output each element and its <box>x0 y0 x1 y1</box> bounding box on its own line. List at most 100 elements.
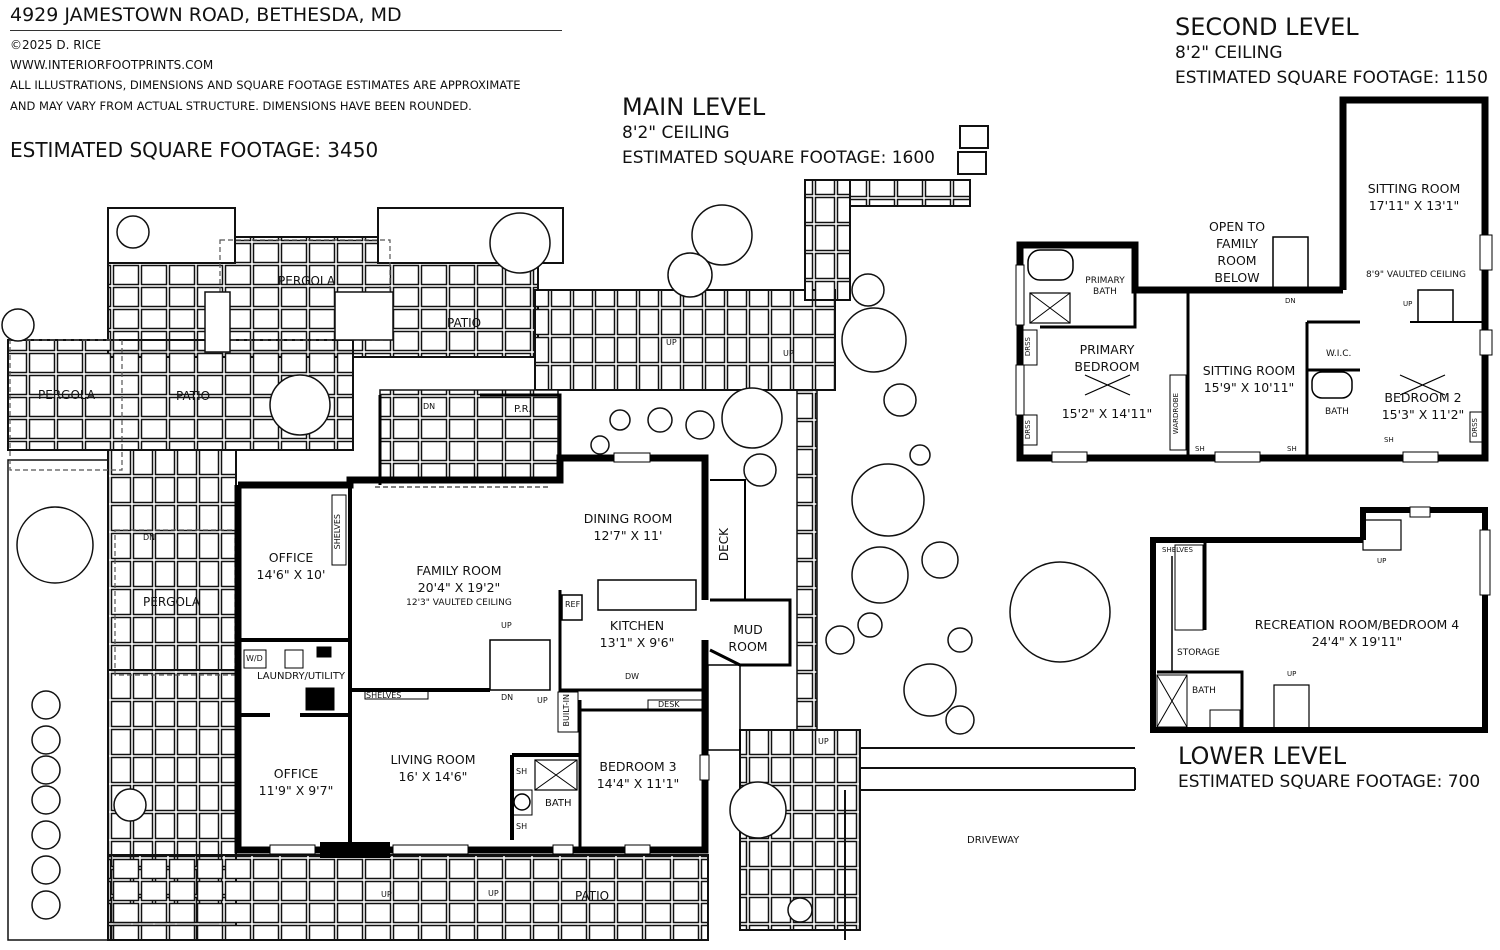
room-dims: 15'9" X 10'11" <box>1203 379 1295 395</box>
label-line: Room <box>1217 252 1257 268</box>
room-dims: 13'1" X 9'6" <box>599 634 675 650</box>
office-upper-label: Office 14'6" X 10' <box>257 550 326 584</box>
driveway <box>844 747 1136 940</box>
washer-dryer-label: W/D <box>246 654 263 663</box>
kitchen-label: Kitchen 13'1" X 9'6" <box>600 618 675 652</box>
label-line: Open to <box>1208 219 1266 234</box>
office-lower-label: Office 11'9" X 9'7" <box>259 766 334 800</box>
total-square-footage: Estimated Square Footage: 3450 <box>10 138 379 162</box>
room-name: Bedroom <box>1074 358 1140 374</box>
label-line: Bath <box>1093 287 1117 298</box>
sitting-room-top-label: Sitting Room 17'11" X 13'1" <box>1368 181 1461 215</box>
room-name: Office <box>268 550 314 565</box>
label-line: Primary <box>1085 276 1125 286</box>
room-name: Bedroom 2 <box>1384 390 1462 405</box>
shelf-label-3: SH <box>1384 436 1394 444</box>
primary-bedroom-label: Primary Bedroom <box>1074 342 1139 376</box>
header-divider <box>10 30 562 31</box>
stairs-up-lower-1: UP <box>1377 557 1387 565</box>
shelf-label-1: SH <box>1195 445 1205 453</box>
mud-room-label: Mud Room <box>728 622 767 656</box>
pergola-label-lower: Pergola <box>143 595 201 609</box>
stairs-up-label-2nd: UP <box>1403 300 1413 308</box>
steps-up-label-2: UP <box>783 349 794 358</box>
room-dims: 24'4" X 19'11" <box>1311 633 1403 649</box>
stairs-dn-label: DN <box>501 693 514 702</box>
main-level-walls <box>234 393 792 858</box>
room-name: Room <box>728 638 768 654</box>
room-dims: 14'4" X 11'1" <box>596 775 680 791</box>
label-line: Below <box>1214 269 1260 285</box>
dresser-label-1: DRSS <box>1024 337 1032 357</box>
laundry-label: Laundry/Utility <box>257 671 346 682</box>
dresser-label-2: DRSS <box>1024 420 1032 440</box>
bath-2-label: Bath <box>1325 407 1349 417</box>
website: www.interiorfootprints.com <box>10 58 214 72</box>
shower-label-1: SH <box>516 767 528 776</box>
room-name: Office <box>273 766 319 781</box>
stairs-dn-label-2: DN <box>1285 297 1296 305</box>
steps-dn-label: DN <box>143 533 156 542</box>
lower-level-title: Lower Level <box>1178 742 1347 770</box>
room-dims: 14'6" X 10' <box>256 566 326 582</box>
second-level-sqft: Estimated Square Footage: 1150 <box>1175 68 1488 88</box>
wardrobe-label: Wardrobe <box>1172 393 1180 435</box>
second-level-walls <box>1015 96 1493 463</box>
steps-up-label-3: UP <box>381 890 392 899</box>
room-name: Dining Room <box>583 511 673 526</box>
room-dims: 17'11" X 13'1" <box>1368 197 1460 213</box>
pergola-label-top: Pergola <box>278 274 336 288</box>
address-title: 4929 Jamestown Road, Bethesda, MD <box>10 4 402 26</box>
room-name: Living Room <box>390 752 476 767</box>
ref-label: Ref <box>565 600 581 609</box>
second-level-title: Second Level <box>1175 13 1359 41</box>
room-dims: 11'9" X 9'7" <box>258 782 334 798</box>
room-name: Recreation Room/Bedroom 4 <box>1254 617 1460 632</box>
storage-label: Storage <box>1177 648 1220 658</box>
patio-label-bottom: Patio <box>575 889 610 903</box>
shelves-label-office: Shelves <box>333 514 342 550</box>
steps-up-label-5: UP <box>818 737 829 746</box>
room-dims: 20'4" X 19'2" <box>417 579 501 595</box>
room-dims: 16' X 14'6" <box>398 768 468 784</box>
bath-lower-label: Bath <box>1192 686 1216 696</box>
disclaimer-line-1: All illustrations, dimensions and square… <box>10 78 521 92</box>
disclaimer-line-2: and may vary from actual structure. Dime… <box>10 99 472 113</box>
room-note: 12'3" Vaulted Ceiling <box>406 597 512 608</box>
vaulted-ceiling-note: 8'9" Vaulted Ceiling <box>1365 270 1467 280</box>
dining-room-label: Dining Room 12'7" X 11' <box>584 511 673 545</box>
label-line: Family <box>1215 235 1259 251</box>
room-name: Sitting Room <box>1367 181 1461 196</box>
lower-level-walls <box>1150 506 1491 733</box>
room-name: Bedroom 3 <box>599 759 677 774</box>
dishwasher-label: DW <box>625 672 640 681</box>
primary-bedroom-dims: 15'2" X 14'11" <box>1061 406 1153 421</box>
main-level-sqft: Estimated Square Footage: 1600 <box>622 148 935 168</box>
shower-label-2: SH <box>516 822 528 831</box>
pergola-label-left: Pergola <box>38 388 96 402</box>
deck-label: Deck <box>717 528 731 562</box>
main-level-title: Main Level <box>622 93 766 121</box>
living-room-label: Living Room 16' X 14'6" <box>390 752 475 786</box>
bedroom-3-label: Bedroom 3 14'4" X 11'1" <box>597 759 680 793</box>
bath-label: Bath <box>545 798 572 809</box>
family-room-label: Family Room 20'4" X 19'2" 12'3" Vaulted … <box>406 563 512 609</box>
dresser-label-3: DRSS <box>1471 418 1479 438</box>
desk-label: Desk <box>658 700 680 709</box>
room-name: Sitting Room <box>1202 363 1296 378</box>
stairs-up-label: UP <box>501 621 512 630</box>
copyright: ©2025 D. Rice <box>10 38 102 52</box>
patio-label-top: Patio <box>447 316 482 330</box>
room-dims: 12'7" X 11' <box>593 527 663 543</box>
main-level-ceiling: 8'2" Ceiling <box>622 123 730 143</box>
shelves-label-lower: Shelves <box>1162 546 1193 554</box>
fountain <box>204 291 394 353</box>
steps-up-label-1: UP <box>666 338 677 347</box>
built-in-label: Built-In <box>562 694 571 727</box>
second-level-ceiling: 8'2" Ceiling <box>1175 43 1283 63</box>
room-name: Family Room <box>416 563 502 578</box>
primary-bath-label: Primary Bath <box>1085 276 1124 299</box>
room-name: Kitchen <box>609 618 665 633</box>
driveway-label: Driveway <box>967 835 1020 846</box>
